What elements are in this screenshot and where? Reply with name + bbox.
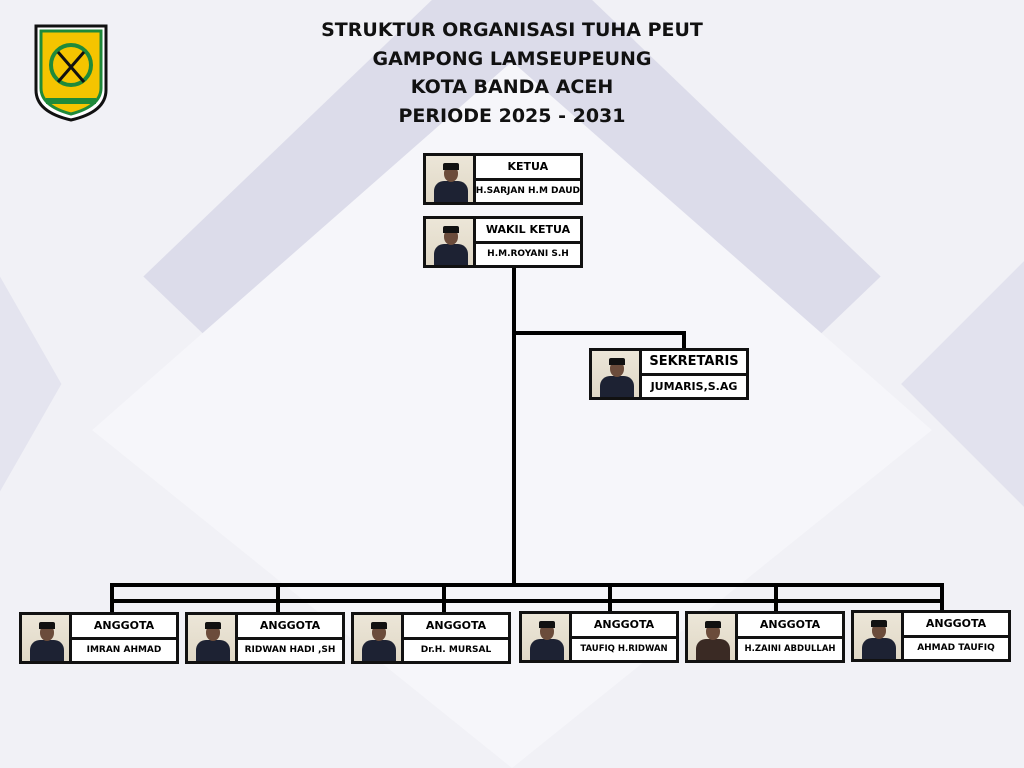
title-line-2: GAMPONG LAMSEUPEUNG [372, 47, 652, 70]
anggota-card: ANGGOTA IMRAN AHMAD [19, 612, 179, 664]
role-label: ANGGOTA [72, 615, 176, 640]
member-name: H.SARJAN H.M DAUD [475, 186, 580, 197]
member-name: IMRAN AHMAD [86, 645, 162, 656]
member-photo [426, 219, 476, 265]
connector-drop [774, 583, 778, 613]
connector-drop [276, 583, 280, 613]
connector-drop [608, 583, 612, 613]
ketua-card: KETUA H.SARJAN H.M DAUD [423, 153, 583, 205]
connector-drop [110, 583, 114, 613]
role-label: KETUA [475, 156, 580, 181]
member-photo [188, 615, 238, 661]
anggota-card: ANGGOTA RIDWAN HADI ,SH [185, 612, 345, 664]
member-name: H.M.ROYANI S.H [487, 249, 569, 260]
connector-drop [442, 583, 446, 613]
role-label: ANGGOTA [572, 614, 676, 639]
role-label: WAKIL KETUA [476, 219, 580, 244]
anggota-card: ANGGOTA H.ZAINI ABDULLAH [685, 611, 845, 663]
role-label: SEKRETARIS [642, 351, 746, 376]
member-photo [522, 614, 572, 660]
connector-sekretaris-v [682, 331, 686, 349]
member-photo [354, 615, 404, 661]
wakil-ketua-card: WAKIL KETUA H.M.ROYANI S.H [423, 216, 583, 268]
anggota-card: ANGGOTA AHMAD TAUFIQ [851, 610, 1011, 662]
sekretaris-card: SEKRETARIS JUMARIS,S.AG [589, 348, 749, 400]
member-photo [426, 156, 476, 202]
title-line-1: STRUKTUR ORGANISASI TUHA PEUT [321, 19, 703, 41]
member-photo [854, 613, 904, 659]
connector-drop [940, 583, 944, 613]
connector-sekretaris-h [512, 331, 686, 335]
page-title: STRUKTUR ORGANISASI TUHA PEUT GAMPONG LA… [262, 16, 762, 130]
title-line-4: PERIODE 2025 - 2031 [398, 104, 626, 127]
role-label: ANGGOTA [738, 614, 842, 639]
member-name: H.ZAINI ABDULLAH [744, 644, 836, 655]
connector-bar-top [110, 583, 944, 587]
member-photo [22, 615, 72, 661]
role-label: ANGGOTA [238, 615, 342, 640]
member-name: JUMARIS,S.AG [650, 379, 738, 393]
banda-aceh-emblem-icon [34, 24, 108, 122]
role-label: ANGGOTA [904, 613, 1008, 638]
member-photo [688, 614, 738, 660]
member-photo [592, 351, 642, 397]
anggota-card: ANGGOTA Dr.H. MURSAL [351, 612, 511, 664]
role-label: ANGGOTA [404, 615, 508, 640]
member-name: RIDWAN HADI ,SH [244, 645, 336, 656]
connector-main [512, 268, 516, 587]
member-name: TAUFIQ H.RIDWAN [580, 644, 668, 655]
title-line-3: KOTA BANDA ACEH [410, 76, 614, 98]
member-name: AHMAD TAUFIQ [917, 643, 995, 654]
anggota-card: ANGGOTA TAUFIQ H.RIDWAN [519, 611, 679, 663]
connector-bar-bottom [110, 599, 944, 603]
member-name: Dr.H. MURSAL [420, 645, 492, 656]
